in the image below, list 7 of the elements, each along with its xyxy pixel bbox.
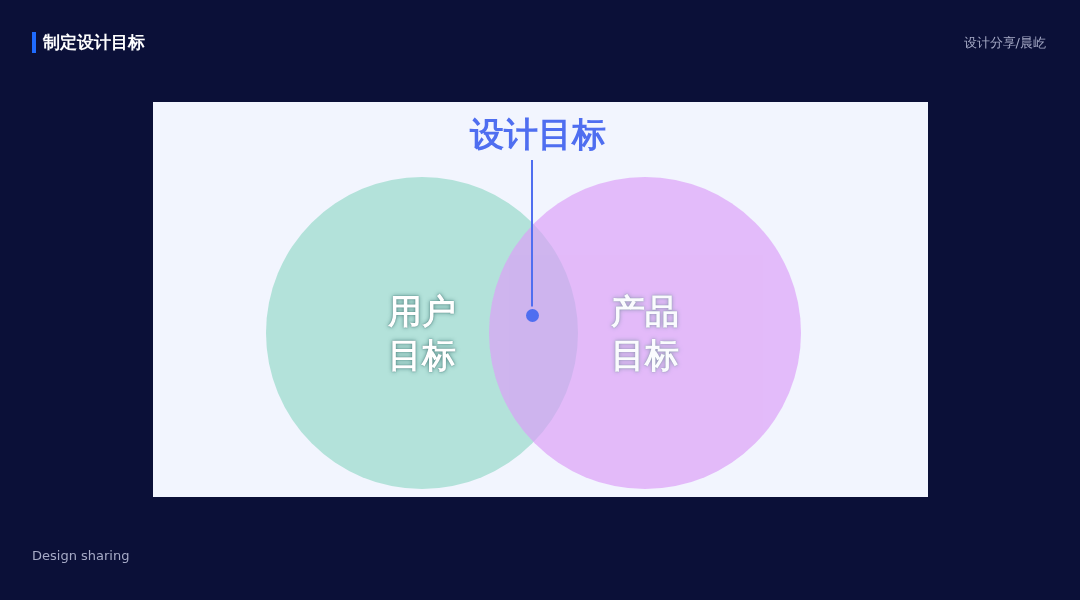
footer-text: Design sharing xyxy=(32,548,130,563)
leader-line xyxy=(531,159,533,308)
venn-heading: 设计目标 xyxy=(470,112,606,158)
author-note: 设计分享/晨屹 xyxy=(963,34,1046,52)
page-title: 制定设计目标 xyxy=(43,31,145,54)
circle-label: 产品目标 xyxy=(610,290,680,377)
circle-label: 用户目标 xyxy=(387,290,457,377)
